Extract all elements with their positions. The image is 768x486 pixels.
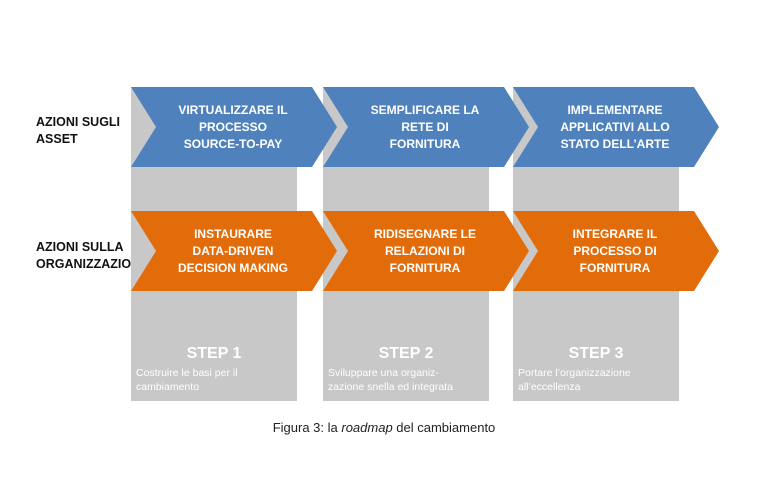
chevron-label: RIDISEGNARE LE RELAZIONI DI FORNITURA: [373, 226, 476, 275]
chevron-label: SEMPLIFICARE LA RETE DI FORNITURA: [370, 102, 480, 151]
row-label-line: ORGANIZZAZIONE: [36, 257, 149, 271]
row-label-line: AZIONI SUGLI: [36, 115, 121, 129]
chevron-label: IMPLEMENTARE APPLICATIVI ALLO STATO DELL…: [560, 102, 670, 151]
step-description: Portare l’organizzazione all’eccellenza: [518, 367, 631, 393]
asset-action-chevron-2: SEMPLIFICARE LA RETE DI FORNITURA: [323, 87, 529, 167]
organization-action-chevron-1: INSTAURARE DATA-DRIVEN DECISION MAKING: [131, 211, 337, 291]
asset-action-chevron-1: VIRTUALIZZARE IL PROCESSO SOURCE-TO-PAY: [131, 87, 337, 167]
row-label-organization-actions: AZIONI SULLA ORGANIZZAZIONE: [36, 239, 149, 273]
step-description: Costruire le basi per il cambiamento: [136, 367, 238, 393]
organization-action-chevron-3: INTEGRARE IL PROCESSO DI FORNITURA: [513, 211, 719, 291]
chevron-label: INTEGRARE IL PROCESSO DI FORNITURA: [572, 226, 658, 275]
step-title: STEP 1: [186, 345, 242, 362]
row-label-asset-actions: AZIONI SUGLI ASSET: [36, 114, 120, 148]
row-label-line: AZIONI SULLA: [36, 240, 124, 254]
step-title: STEP 3: [568, 345, 624, 362]
chevron-label: INSTAURARE DATA-DRIVEN DECISION MAKING: [177, 226, 288, 275]
asset-action-chevron-3: IMPLEMENTARE APPLICATIVI ALLO STATO DELL…: [513, 87, 719, 167]
caption-prefix: Figura 3: la: [272, 420, 342, 435]
row-label-line: ASSET: [36, 132, 78, 146]
organization-action-chevron-2: RIDISEGNARE LE RELAZIONI DI FORNITURA: [323, 211, 529, 291]
figure-caption: Figura 3: la roadmap del cambiamento: [0, 420, 768, 435]
caption-suffix: del cambiamento: [392, 420, 496, 435]
step-title: STEP 2: [378, 345, 434, 362]
caption-emphasis: roadmap: [341, 420, 393, 435]
step-description: Sviluppare una organiz- zazione snella e…: [328, 367, 453, 393]
chevron-label: VIRTUALIZZARE IL PROCESSO SOURCE-TO-PAY: [178, 102, 288, 151]
